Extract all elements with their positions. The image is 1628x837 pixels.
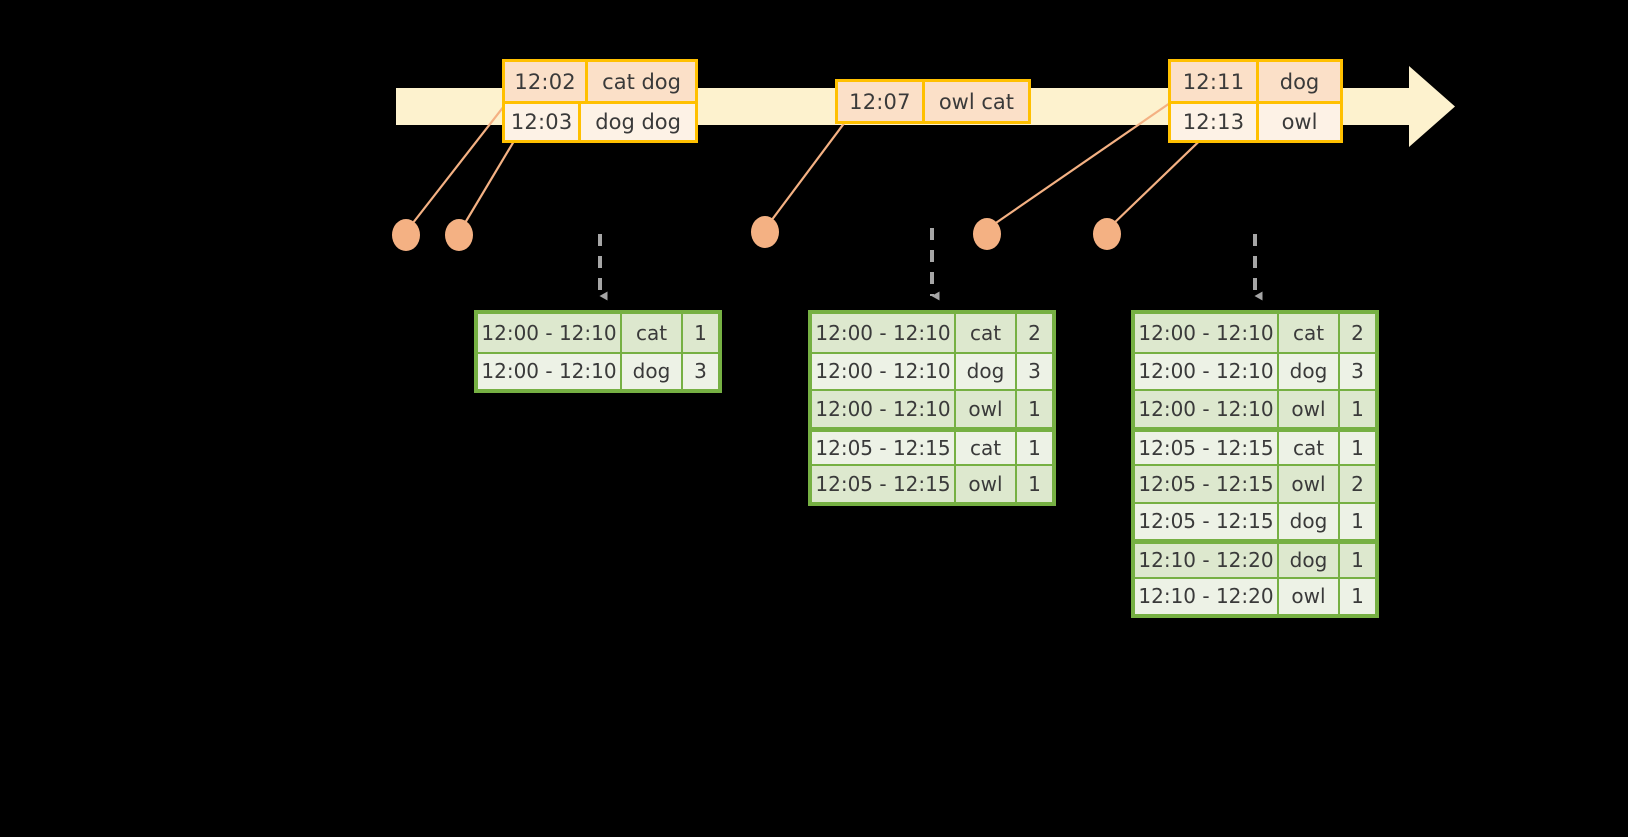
key-cell: owl (956, 466, 1017, 502)
count-cell: 1 (1028, 396, 1041, 421)
window-cell: 12:00 - 12:10 (812, 353, 956, 389)
count-cell: 1 (1351, 584, 1364, 609)
table-row[interactable]: 12:00 - 12:10 dog 3 (1135, 351, 1375, 389)
window-cell: 12:05 - 12:15 (812, 466, 956, 502)
event-dots (392, 216, 1121, 251)
count-cell: 1 (1351, 509, 1364, 534)
result-table-1[interactable]: 12:00 - 12:10 cat 1 12:00 - 12:10 dog 3 (474, 310, 722, 393)
table-row[interactable]: 12:00 - 12:10 dog 3 (812, 351, 1052, 389)
table-row[interactable]: 12:00 - 12:10 cat 1 (478, 314, 718, 352)
event-group-2[interactable]: 12:07 owl cat (835, 79, 1031, 124)
event-payload: cat dog (602, 69, 681, 94)
key-cell: owl (1279, 466, 1340, 502)
count-cell: 3 (694, 359, 707, 384)
event-time: 12:11 (1171, 62, 1259, 101)
key-cell: cat (1279, 314, 1340, 352)
event-payload: owl cat (938, 89, 1014, 114)
window-cell: 12:00 - 12:10 (812, 314, 956, 352)
window-cell: 12:00 - 12:10 (812, 391, 956, 427)
count-cell: 1 (1028, 471, 1041, 496)
count-cell: 2 (1351, 320, 1364, 345)
count-cell: 1 (694, 320, 707, 345)
event-row[interactable]: 12:11 dog (1171, 62, 1340, 101)
event-dot-5 (1093, 218, 1121, 250)
table-row[interactable]: 12:10 - 12:20 owl 1 (1135, 576, 1375, 614)
event-dot-3 (751, 216, 779, 248)
key-cell: dog (1279, 503, 1340, 539)
key-cell: cat (956, 314, 1017, 352)
window-cell: 12:05 - 12:15 (812, 431, 956, 464)
event-row[interactable]: 12:03 dog dog (505, 101, 695, 140)
key-cell: cat (622, 314, 683, 352)
count-cell: 3 (1351, 359, 1364, 384)
key-cell: owl (1279, 391, 1340, 427)
count-cell: 2 (1028, 320, 1041, 345)
event-time: 12:07 (838, 82, 925, 121)
window-cell: 12:10 - 12:20 (1135, 544, 1279, 577)
key-cell: cat (1279, 431, 1340, 464)
table-row[interactable]: 12:05 - 12:15 cat 1 (1135, 426, 1375, 464)
window-cell: 12:00 - 12:10 (1135, 353, 1279, 389)
key-cell: dog (1279, 353, 1340, 389)
result-table-3[interactable]: 12:00 - 12:10 cat 2 12:00 - 12:10 dog 3 … (1131, 310, 1379, 618)
window-cell: 12:00 - 12:10 (1135, 391, 1279, 427)
window-cell: 12:00 - 12:10 (478, 353, 622, 389)
emit-arrows (598, 228, 1263, 301)
event-group-3[interactable]: 12:11 dog 12:13 owl (1168, 59, 1343, 143)
event-time: 12:02 (505, 62, 589, 101)
window-cell: 12:05 - 12:15 (1135, 466, 1279, 502)
event-payload: dog (1279, 69, 1320, 94)
event-time: 12:13 (1171, 104, 1259, 140)
table-row[interactable]: 12:00 - 12:10 cat 2 (812, 314, 1052, 352)
event-row[interactable]: 12:07 owl cat (838, 82, 1028, 121)
count-cell: 1 (1028, 435, 1041, 460)
window-cell: 12:05 - 12:15 (1135, 503, 1279, 539)
table-row[interactable]: 12:00 - 12:10 dog 3 (478, 351, 718, 389)
window-cell: 12:00 - 12:10 (478, 314, 622, 352)
table-row[interactable]: 12:00 - 12:10 owl 1 (1135, 389, 1375, 427)
event-row[interactable]: 12:13 owl (1171, 101, 1340, 140)
key-cell: dog (1279, 544, 1340, 577)
event-dot-1 (392, 219, 420, 251)
table-row[interactable]: 12:10 - 12:20 dog 1 (1135, 539, 1375, 577)
table-row[interactable]: 12:05 - 12:15 dog 1 (1135, 501, 1375, 539)
count-cell: 2 (1351, 471, 1364, 496)
event-payload: owl (1281, 110, 1318, 134)
result-table-2[interactable]: 12:00 - 12:10 cat 2 12:00 - 12:10 dog 3 … (808, 310, 1056, 506)
event-row[interactable]: 12:02 cat dog (505, 62, 695, 101)
event-payload: dog dog (595, 110, 681, 134)
count-cell: 1 (1351, 396, 1364, 421)
key-cell: owl (1279, 578, 1340, 614)
key-cell: dog (622, 353, 683, 389)
event-dot-2 (445, 219, 473, 251)
window-cell: 12:00 - 12:10 (1135, 314, 1279, 352)
table-row[interactable]: 12:00 - 12:10 owl 1 (812, 389, 1052, 427)
window-cell: 12:05 - 12:15 (1135, 431, 1279, 464)
event-group-1[interactable]: 12:02 cat dog 12:03 dog dog (502, 59, 698, 143)
key-cell: dog (956, 353, 1017, 389)
table-row[interactable]: 12:00 - 12:10 cat 2 (1135, 314, 1375, 352)
table-row[interactable]: 12:05 - 12:15 cat 1 (812, 426, 1052, 464)
event-time: 12:03 (505, 104, 582, 140)
count-cell: 1 (1351, 548, 1364, 573)
count-cell: 1 (1351, 435, 1364, 460)
event-dot-4 (973, 218, 1001, 250)
table-row[interactable]: 12:05 - 12:15 owl 1 (812, 464, 1052, 502)
table-row[interactable]: 12:05 - 12:15 owl 2 (1135, 464, 1375, 502)
key-cell: cat (956, 431, 1017, 464)
window-cell: 12:10 - 12:20 (1135, 578, 1279, 614)
count-cell: 3 (1028, 359, 1041, 384)
key-cell: owl (956, 391, 1017, 427)
